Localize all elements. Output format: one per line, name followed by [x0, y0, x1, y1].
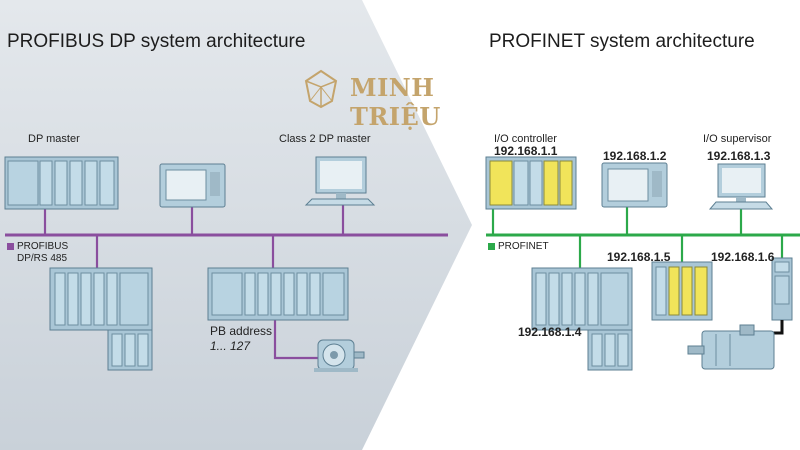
pc-workstation-icon: [708, 163, 774, 210]
class2-dp-master-label: Class 2 DP master: [279, 133, 371, 145]
pb-address-label: PB address: [210, 324, 273, 338]
hmi-panel-icon: [601, 162, 668, 208]
profibus-legend-swatch: [7, 243, 14, 250]
drive-icon: [745, 257, 793, 335]
servo-motor-icon: [687, 324, 775, 370]
watermark-logo: MINH TRIỆU: [296, 67, 522, 131]
watermark-text: MINH TRIỆU: [350, 73, 441, 131]
profibus-legend-label-2: DP/RS 485: [17, 253, 68, 264]
ip-supervisor: 192.168.1.3: [707, 149, 771, 163]
profibus-network: [5, 205, 448, 360]
profibus-legend-label-1: PROFIBUS: [17, 241, 69, 252]
pc-workstation-icon: [304, 156, 376, 206]
profinet-title: PROFINET system architecture: [489, 31, 755, 52]
remote-io-rack-icon: [651, 261, 713, 321]
profinet-legend-label: PROFINET: [498, 241, 549, 252]
logo-gem-icon: [304, 69, 338, 109]
profinet-network: [486, 206, 800, 270]
hmi-panel-icon: [159, 163, 226, 208]
remote-io-rack-icon: [531, 267, 633, 371]
pb-address-range: 1... 127: [210, 339, 251, 353]
ip-controller: 192.168.1.1: [494, 144, 558, 158]
ip-safety-io: 192.168.1.5: [607, 250, 671, 264]
io-supervisor-label: I/O supervisor: [703, 133, 772, 145]
ip-drive: 192.168.1.6: [711, 250, 775, 264]
ip-hmi: 192.168.1.2: [603, 149, 667, 163]
remote-io-rack-icon: [49, 267, 153, 371]
plc-rack-icon: [4, 156, 119, 210]
remote-io-rack-icon: [207, 267, 349, 321]
dp-master-label: DP master: [28, 133, 80, 145]
ip-remote-io: 192.168.1.4: [518, 325, 582, 339]
profibus-title: PROFIBUS DP system architecture: [7, 31, 306, 52]
motor-icon: [314, 339, 365, 372]
profinet-legend-swatch: [488, 243, 495, 250]
io-controller-label: I/O controller: [494, 133, 557, 145]
plc-rack-icon: [485, 156, 577, 210]
